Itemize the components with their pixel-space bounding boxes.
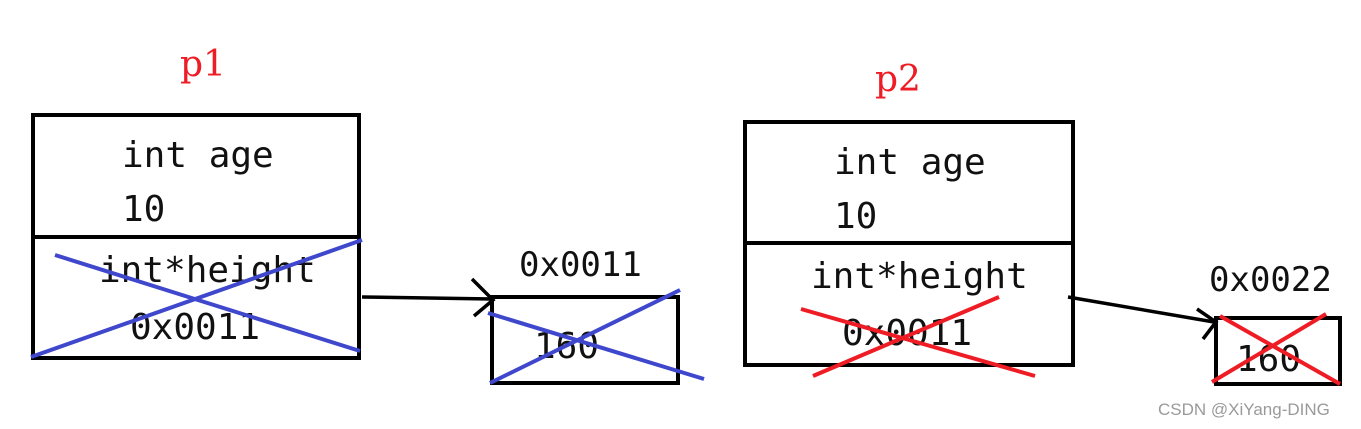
- p2-cross-line-a: [800, 307, 1036, 378]
- p2-arrow-head: [1196, 307, 1219, 341]
- p1-label: p1: [180, 44, 226, 85]
- p1-age-field-box: [31, 113, 361, 239]
- p2-height-label: int*height: [811, 256, 1028, 297]
- block1-cross-line-a: [487, 311, 705, 381]
- block1-box: [490, 295, 680, 385]
- p2-label: p2: [875, 59, 921, 100]
- block1-address: 0x0011: [519, 245, 642, 285]
- block2-cross-line-a: [1219, 314, 1341, 386]
- p1-arrow-shaft: [361, 295, 493, 301]
- p1-height-cross-out: [30, 238, 363, 359]
- p2-age-label: int age: [834, 142, 986, 183]
- p1-height-field-box: [31, 235, 361, 360]
- block2-cross-line-b: [1210, 312, 1328, 384]
- block1-cross-out: [487, 288, 705, 385]
- p1-age-value: 10: [122, 189, 165, 230]
- p2-height-field-box: [743, 241, 1075, 367]
- watermark-text: CSDN @XiYang-DING: [1158, 400, 1330, 419]
- p1-cross-line-a: [54, 253, 361, 353]
- p2-pointer-arrow: [1067, 295, 1219, 341]
- p1-pointer-arrow: [361, 277, 496, 318]
- block2-address: 0x0022: [1209, 260, 1332, 300]
- p2-cross-line-b: [812, 295, 1000, 378]
- block2-box: [1214, 316, 1342, 386]
- p1-cross-line-b: [30, 238, 363, 359]
- block1-cross-line-b: [489, 288, 681, 385]
- p2-height-cross-out: [800, 295, 1036, 378]
- block2-cross-out: [1210, 312, 1341, 386]
- p1-age-label: int age: [122, 135, 274, 176]
- p2-age-value: 10: [834, 196, 877, 237]
- p2-height-value: 0x0011: [842, 313, 972, 354]
- p1-height-label: int*height: [99, 250, 316, 291]
- p2-arrow-shaft: [1067, 295, 1215, 324]
